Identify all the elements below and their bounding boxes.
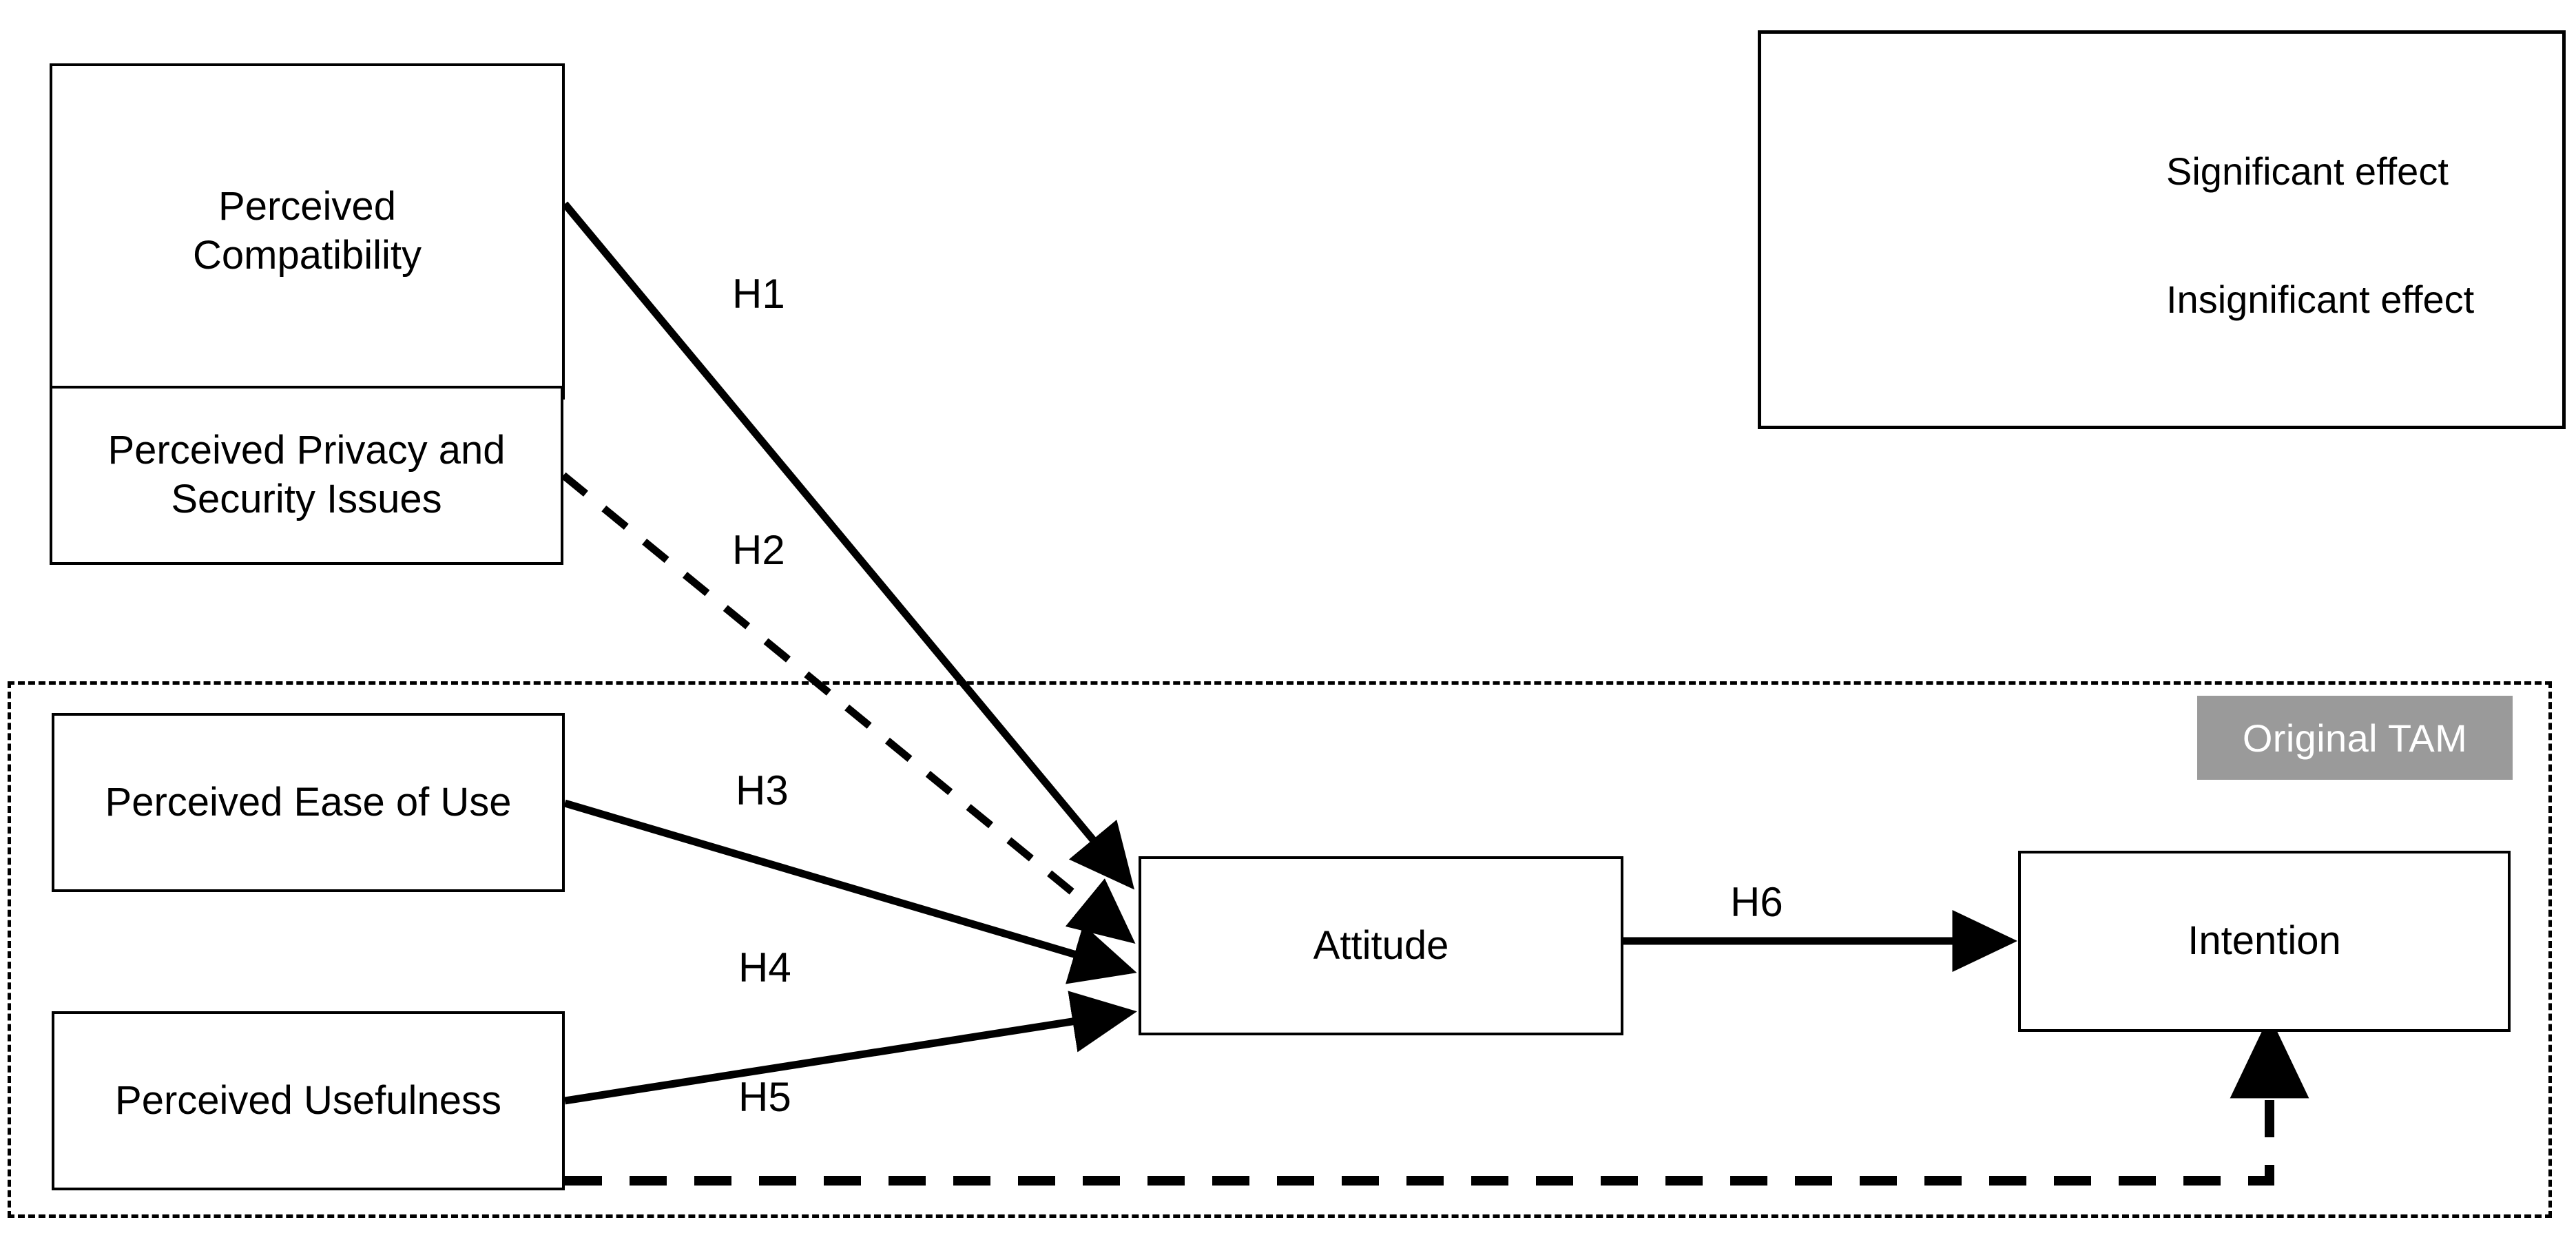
node-perceived-privacy-security[interactable]: Perceived Privacy and Security Issues [50,386,563,565]
node-perceived-ease-of-use[interactable]: Perceived Ease of Use [52,713,565,892]
node-perceived-usefulness[interactable]: Perceived Usefulness [52,1011,565,1190]
node-label: Perceived Compatibility [193,184,422,278]
edge-label-h2: H2 [732,527,785,573]
edge-label-h4: H4 [738,944,791,991]
edge-label-h6: H6 [1730,879,1783,925]
original-tam-badge-label: Original TAM [2242,716,2468,760]
node-label: Perceived Privacy and Security Issues [107,428,506,521]
node-label: Perceived Ease of Use [105,779,512,825]
original-tam-badge: Original TAM [2197,696,2513,780]
edge-label-h5: H5 [738,1074,791,1120]
node-perceived-compatibility[interactable]: Perceived Compatibility [50,63,565,400]
node-label: Perceived Usefulness [115,1077,501,1123]
node-label: Attitude [1313,922,1449,968]
original-tam-region [8,681,2552,1218]
edge-label-h1: H1 [732,271,785,317]
legend-panel [1758,30,2566,429]
node-label: Intention [2188,918,2341,964]
edge-label-h3: H3 [736,767,789,814]
legend-label-insignificant: Insignificant effect [2166,278,2475,321]
legend-label-significant: Significant effect [2166,149,2449,193]
node-attitude[interactable]: Attitude [1139,856,1623,1035]
node-intention[interactable]: Intention [2018,851,2511,1032]
